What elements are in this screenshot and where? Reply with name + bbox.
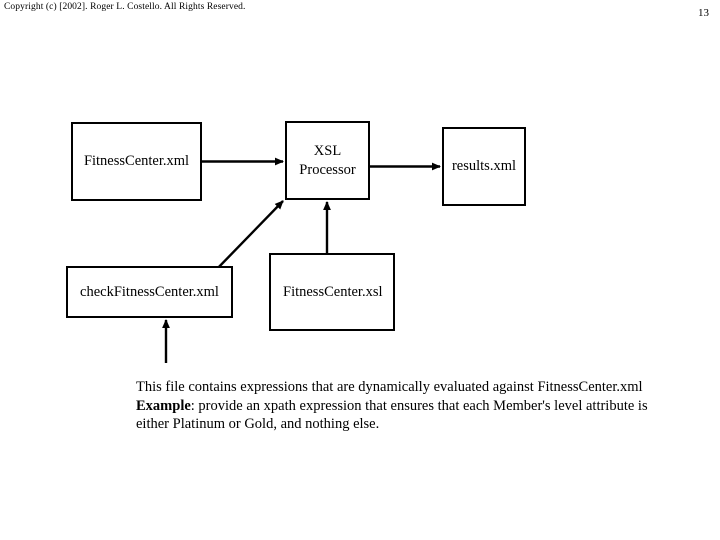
node-xsl-processor: XSL Processor [285, 121, 370, 200]
caption-line-3: either Platinum or Gold, and nothing els… [136, 416, 380, 432]
caption-block: This file contains expressions that are … [136, 378, 712, 434]
caption-example-label: Example [136, 397, 191, 414]
node-checkfitnesscenter-xml: checkFitnessCenter.xml [66, 266, 233, 318]
node-label-xsl-processor-line1: XSL [313, 143, 342, 160]
node-label-fitnesscenter-xml: FitnessCenter.xml [83, 153, 190, 170]
node-fitnesscenter-xsl: FitnessCenter.xsl [269, 253, 395, 331]
arrow-checkfitnesscenterxml-to-xslprocessor [213, 200, 284, 273]
caption-line-2: Example: provide an xpath expression tha… [136, 397, 712, 416]
node-label-fitnesscenter-xsl: FitnessCenter.xsl [283, 283, 383, 300]
node-fitnesscenter-xml: FitnessCenter.xml [71, 122, 202, 201]
node-label-checkfitnesscenter-xml: checkFitnessCenter.xml [80, 283, 219, 300]
caption-line-2-rest: : provide an xpath expression that ensur… [190, 397, 648, 414]
node-results-xml: results.xml [442, 127, 526, 206]
node-label-xsl-processor-line2: Processor [299, 161, 356, 178]
caption-line-1: This file contains expressions that are … [136, 379, 643, 395]
page-number: 13 [698, 7, 709, 19]
copyright-notice: Copyright (c) [2002]. Roger L. Costello.… [4, 2, 246, 12]
node-label-results-xml: results.xml [451, 158, 517, 175]
